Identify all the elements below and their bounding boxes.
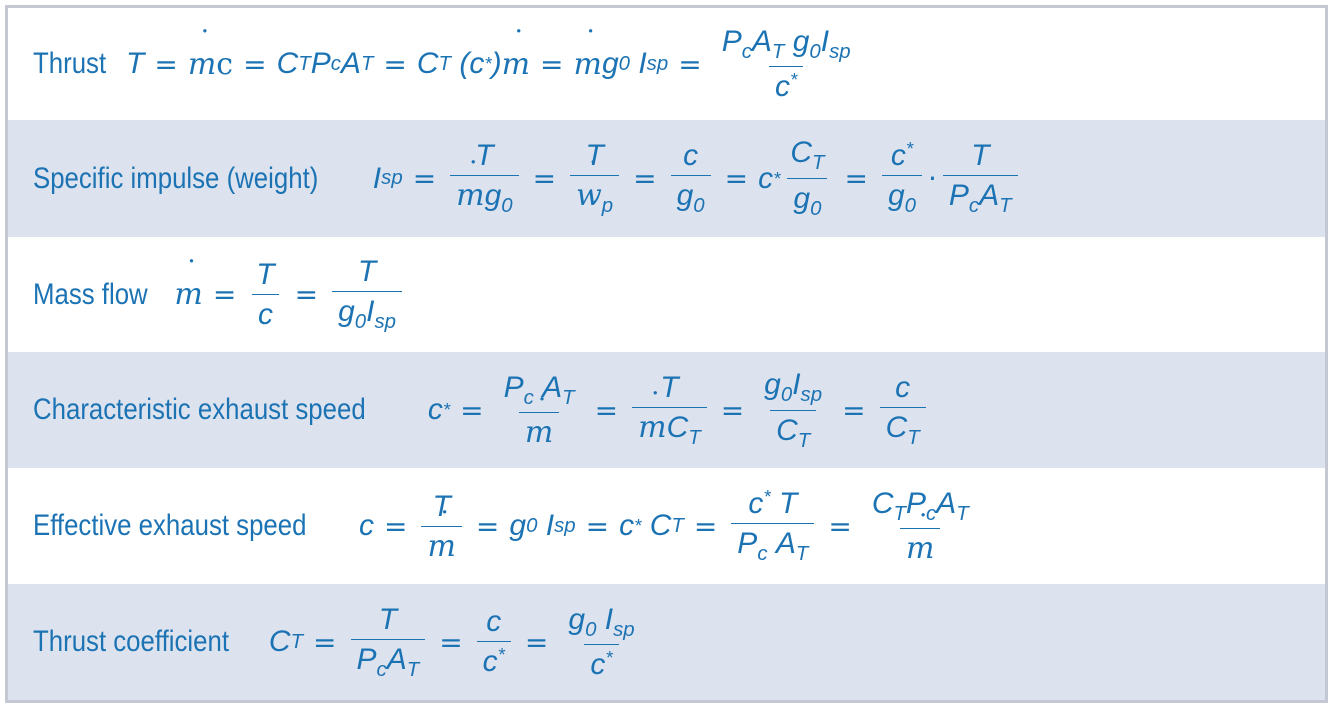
row-label: Characteristic exhaust speed	[33, 393, 366, 426]
effective-exhaust-speed-equation: c= Tm =g0 Isp =c* CT = c* TPc AT = CTPcA…	[359, 486, 979, 566]
thrust-row: Thrust T=mc =CTPcAT =CT (c*)m =mg0 Isp =…	[8, 8, 1325, 120]
thrust-equation: T=mc =CTPcAT =CT (c*)m =mg0 Isp = PcAT g…	[126, 25, 861, 104]
row-label: Thrust	[33, 47, 107, 80]
effective-exhaust-speed-row: Effective exhaust speed c= Tm =g0 Isp =c…	[8, 468, 1325, 584]
row-label: Thrust coefficient	[33, 625, 229, 658]
characteristic-exhaust-speed-row: Characteristic exhaust speed c*= Pc ATm …	[8, 352, 1325, 468]
row-label: Specific impulse (weight)	[33, 161, 319, 195]
specific-impulse-row: Specific impulse (weight) Isp= Tmg0 = Tw…	[8, 120, 1325, 237]
row-label: Effective exhaust speed	[33, 509, 307, 542]
formula-table: Thrust T=mc =CTPcAT =CT (c*)m =mg0 Isp =…	[5, 5, 1328, 703]
row-label: Mass flow	[33, 277, 148, 311]
